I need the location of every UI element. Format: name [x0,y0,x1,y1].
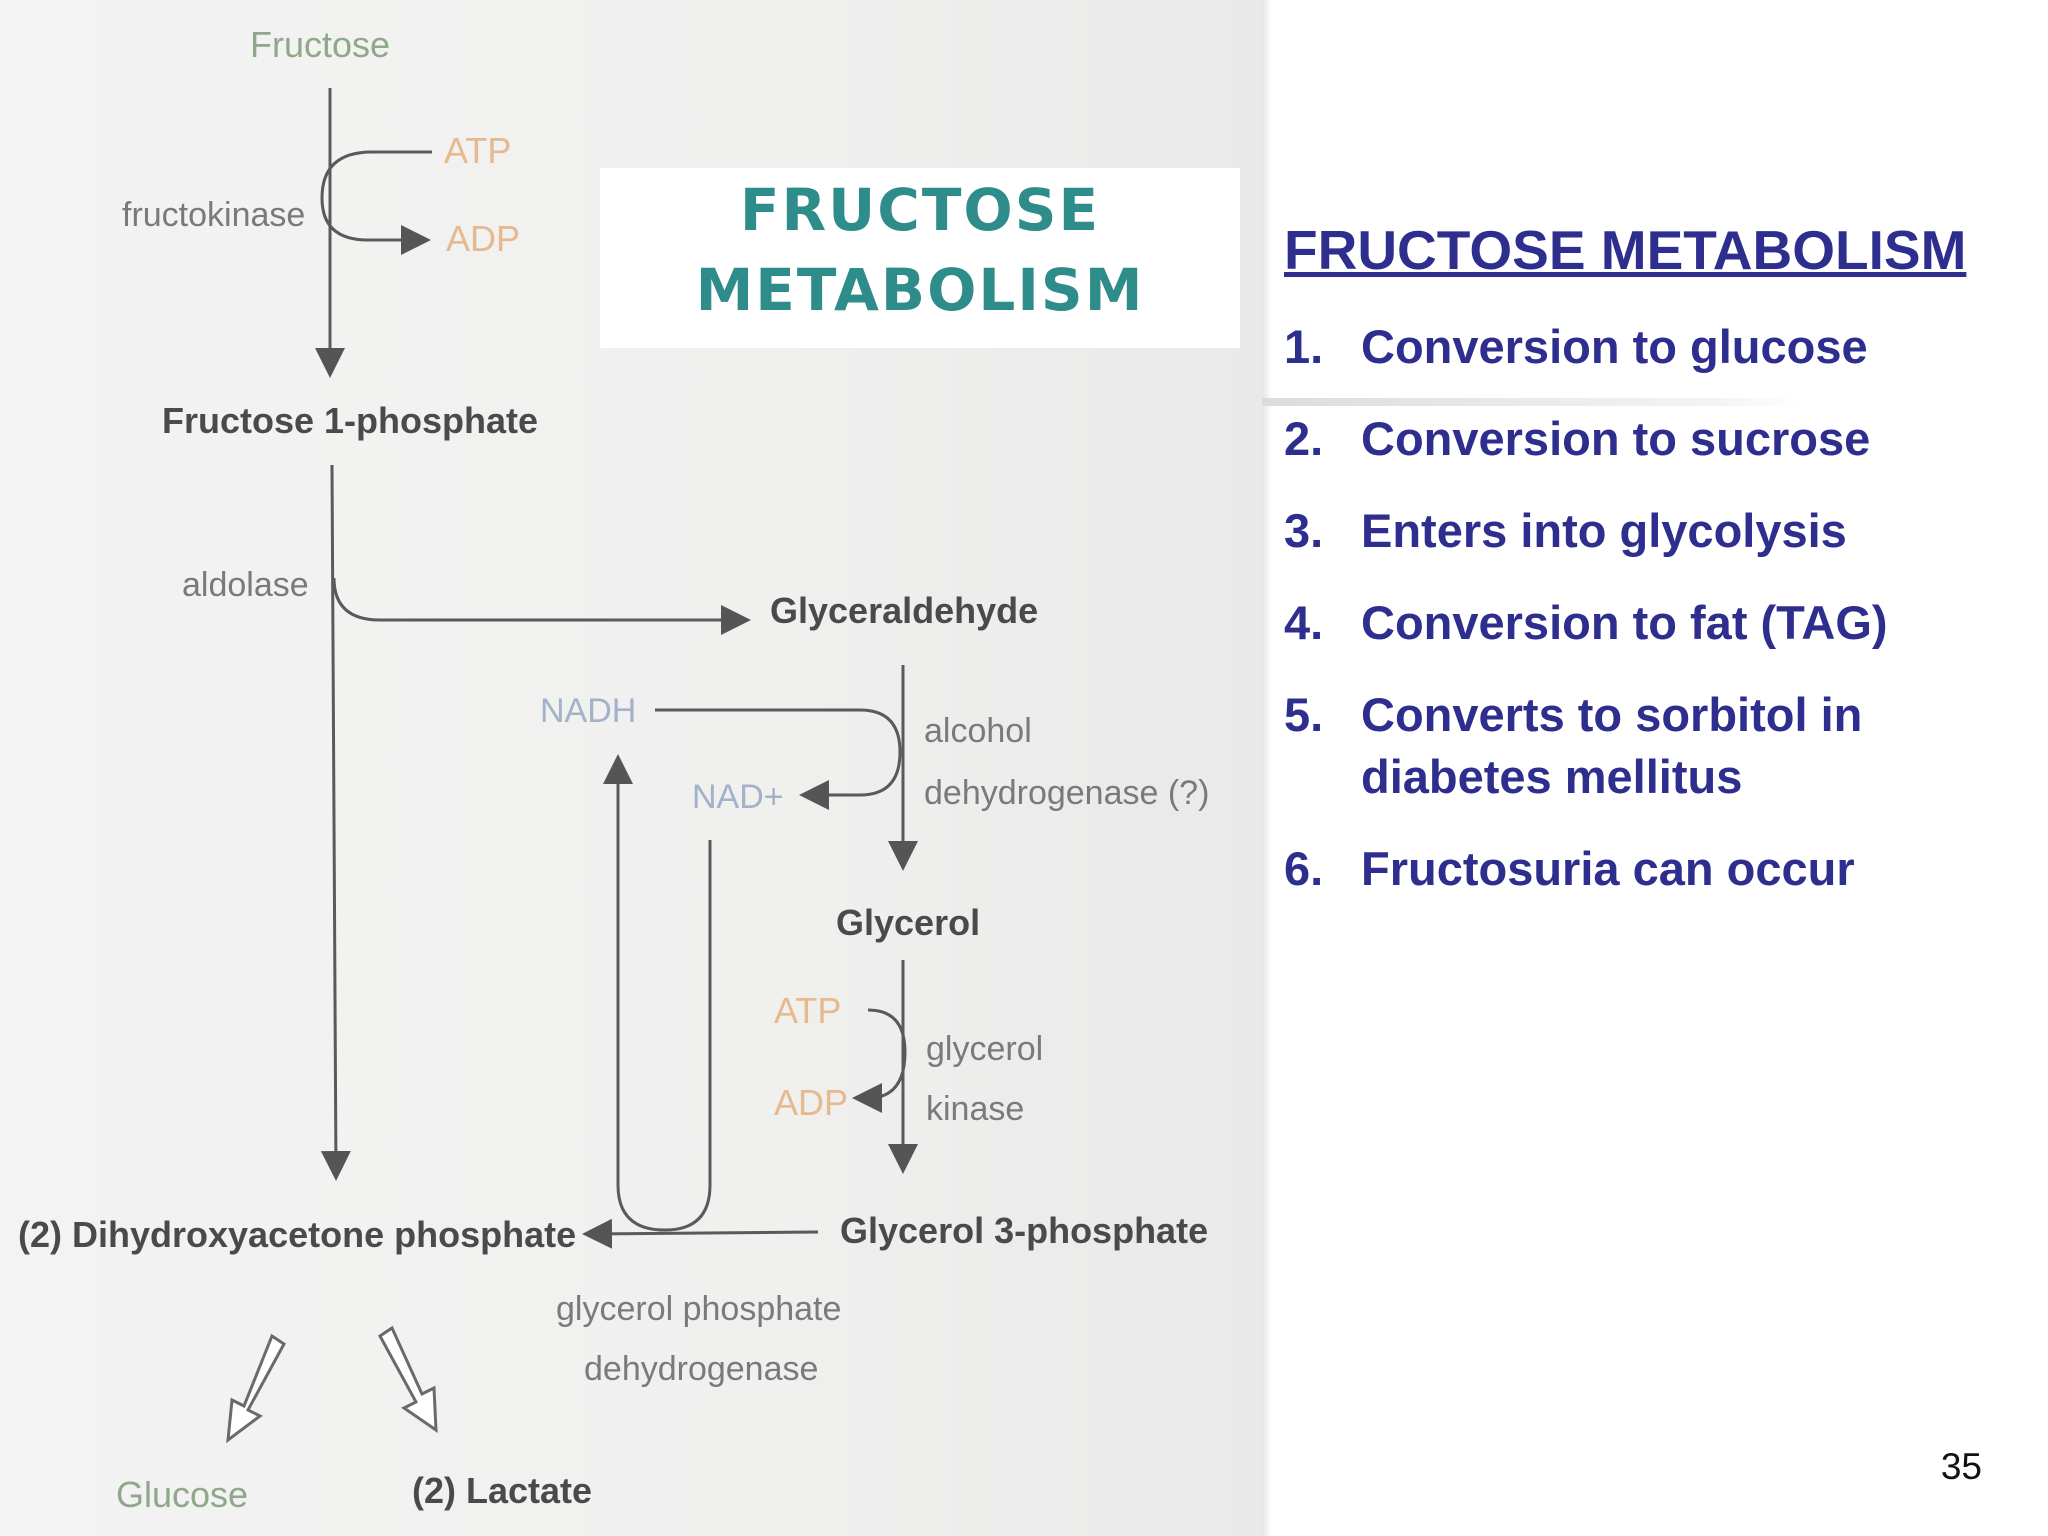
enzyme-alcohol-dh-line2: dehydrogenase (?) [924,774,1210,812]
node-glucose: Glucose [116,1474,249,1515]
diagram-title-line2: METABOLISM [695,256,1145,324]
enzyme-aldolase: aldolase [182,566,309,604]
cofactor-adp-2: ADP [774,1082,849,1123]
figure-edge [1262,0,1272,1536]
node-dihydroxyacetone-phosphate: (2) Dihydroxyacetone phosphate [18,1214,577,1255]
arrow-g3p-to-dhap [582,1218,819,1249]
hollow-arrow-to-lactate [378,1325,438,1433]
cofactor-atp-2: ATP [774,990,842,1031]
list-text: Converts to sorbitol in diabetes mellitu… [1361,688,1863,803]
node-fructose: Fructose [250,24,391,65]
enzyme-alcohol-dh-line1: alcohol [924,712,1032,750]
list-number: 5. [1284,688,1324,741]
arrow-aldolase-to-glyceraldehyde [332,577,751,635]
list-text: Conversion to sucrose [1361,412,1871,465]
separator-line [1262,398,1802,406]
pathway-arrows [226,88,918,1444]
node-glyceraldehyde: Glyceraldehyde [770,590,1039,631]
list-text: Fructosuria can occur [1361,842,1855,895]
slide-title: FRUCTOSE METABOLISM [1284,219,1967,281]
diagram-title-line1: FRUCTOSE [739,176,1101,244]
cofactor-adp-1: ADP [446,218,521,259]
node-fructose-1-phosphate: Fructose 1-phosphate [162,400,539,441]
page-number: 35 [1940,1446,1982,1487]
list-text: Enters into glycolysis [1361,504,1847,557]
list-text: Conversion to glucose [1361,320,1868,373]
cofactor-atp-1: ATP [444,130,512,171]
arrow-f1p-to-dhap [320,464,351,1181]
enzyme-gpdh-line1: glycerol phosphate [556,1290,842,1328]
node-lactate: (2) Lactate [412,1470,593,1511]
list-text: Conversion to fat (TAG) [1361,596,1888,649]
list-number: 6. [1284,842,1324,895]
atp-adp-curve-1 [320,150,432,255]
cofactor-nad: NAD+ [692,778,784,816]
nadh-nad-curve [655,708,902,810]
enzyme-gpdh-line2: dehydrogenase [584,1350,819,1388]
nad-regeneration-loop [603,754,712,1232]
list-number: 3. [1284,504,1324,557]
cofactor-nadh: NADH [540,692,637,730]
list-number: 4. [1284,596,1324,649]
enzyme-fructokinase: fructokinase [122,196,306,234]
fructose-pathway-diagram: FRUCTOSE METABOLISM Fructose ATP fructok… [18,24,1240,1515]
list-number: 2. [1284,412,1324,465]
hollow-arrow-to-glucose [226,1333,286,1444]
atp-adp-curve-2 [852,1008,907,1113]
enzyme-glycerol-kinase-line1: glycerol [926,1030,1044,1068]
node-glycerol: Glycerol [836,902,981,943]
node-glycerol-3-phosphate: Glycerol 3-phosphate [840,1210,1209,1251]
diagram-title-box: FRUCTOSE METABOLISM [600,168,1240,348]
list-number: 1. [1284,320,1324,373]
enzyme-glycerol-kinase-line2: kinase [926,1090,1025,1128]
